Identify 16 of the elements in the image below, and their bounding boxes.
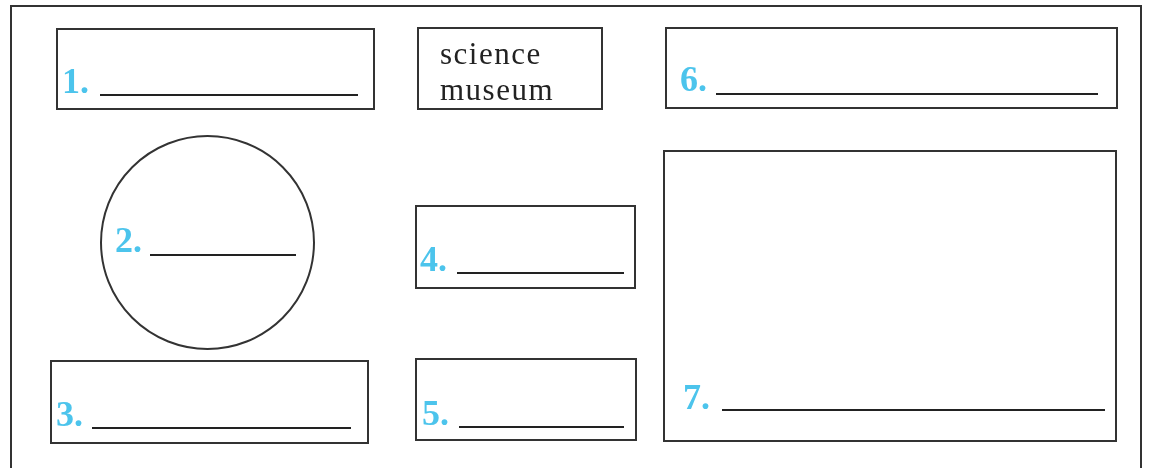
label-box — [415, 358, 637, 441]
question-number: 7. — [683, 379, 710, 415]
label-circle — [100, 135, 315, 350]
question-number: 4. — [420, 241, 447, 277]
question-number: 5. — [422, 395, 449, 431]
question-number: 6. — [680, 61, 707, 97]
question-number: 1. — [62, 63, 89, 99]
label-box — [665, 27, 1118, 109]
place-label: science museum — [440, 36, 556, 108]
label-box — [663, 150, 1117, 442]
label-box — [417, 27, 603, 110]
label-box — [50, 360, 369, 444]
label-box — [56, 28, 375, 110]
question-number: 3. — [56, 396, 83, 432]
question-number: 2. — [115, 222, 142, 258]
label-box — [415, 205, 636, 289]
